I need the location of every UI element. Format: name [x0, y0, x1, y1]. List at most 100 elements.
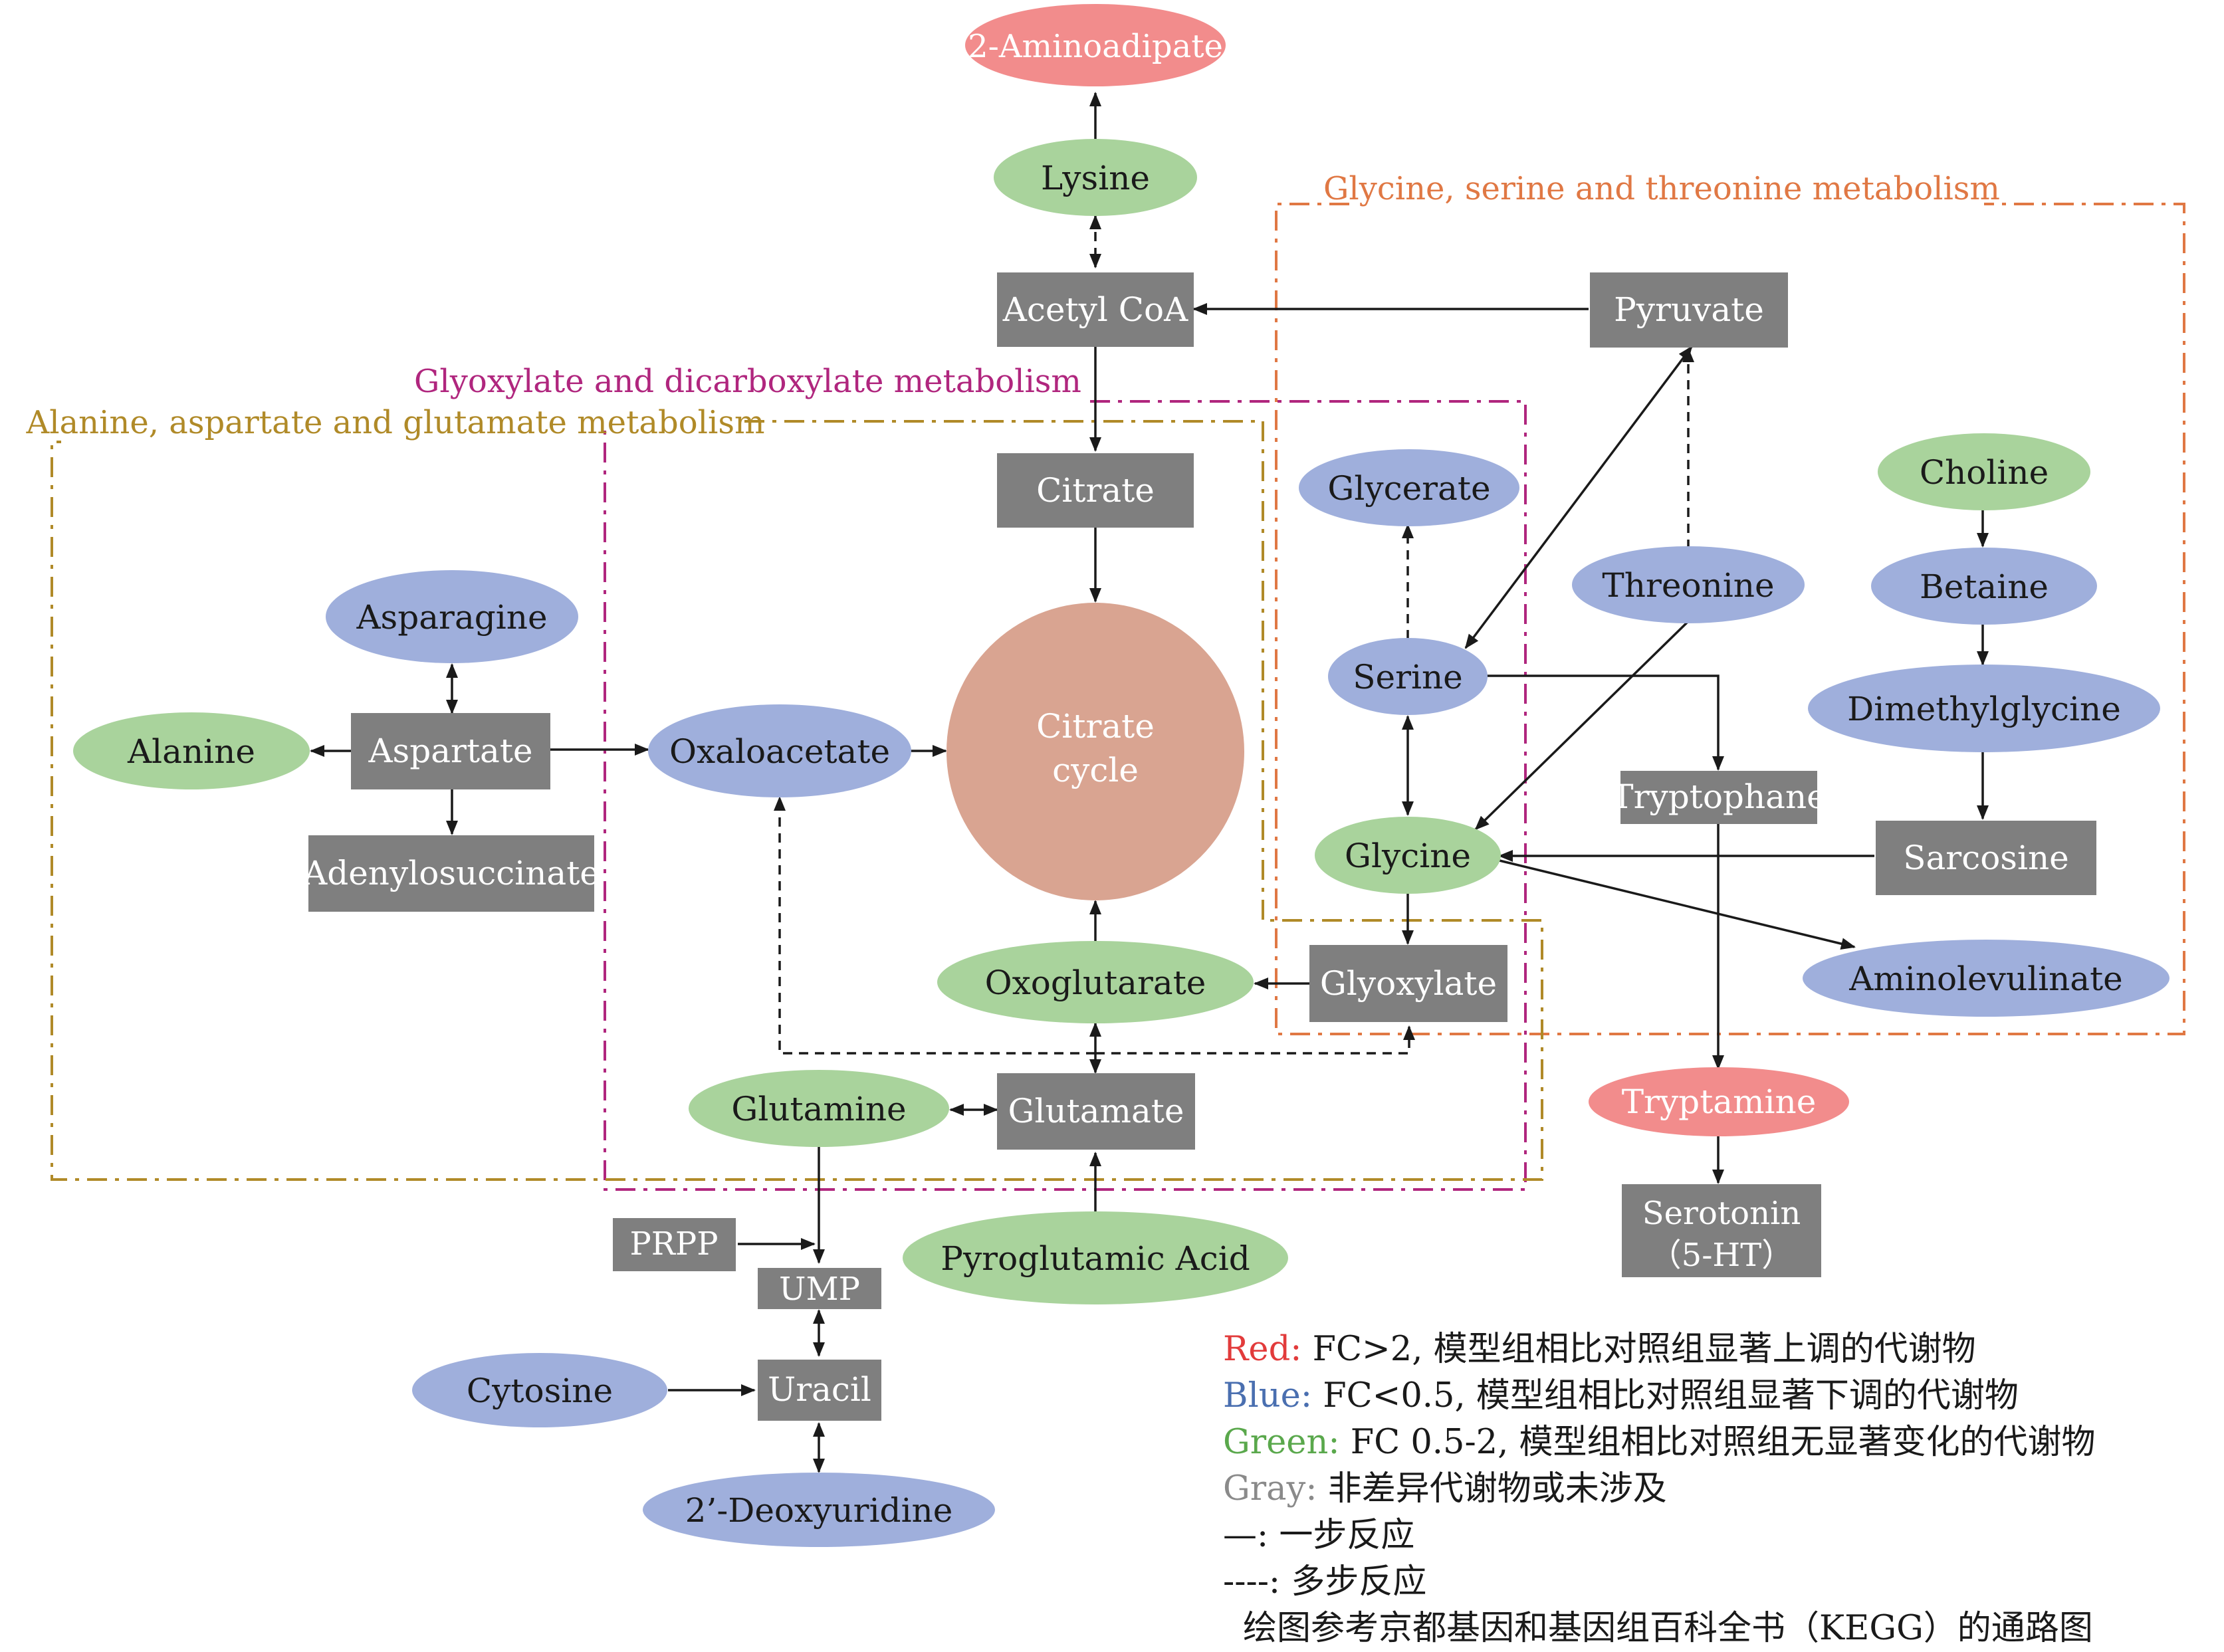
legend: Red: FC>2, 模型组相比对照组显著上调的代谢物 Blue: FC<0.5… — [1223, 1326, 2096, 1652]
legend-blue-text: FC<0.5, 模型组相比对照组显著下调的代谢物 — [1312, 1376, 2019, 1415]
node-citrate: Citrate — [997, 453, 1194, 528]
node-oxoglutarate: Oxoglutarate — [937, 941, 1254, 1023]
svg-text:Uracil: Uracil — [768, 1370, 871, 1409]
node-glycine: Glycine — [1315, 817, 1501, 894]
node-glutamine: Glutamine — [689, 1070, 949, 1147]
node-pyruvate: Pyruvate — [1590, 272, 1788, 348]
legend-gray: Gray: 非差异代谢物或未涉及 — [1223, 1466, 2096, 1512]
legend-solid-text: 一步反应 — [1268, 1516, 1415, 1555]
svg-text:（5-HT）: （5-HT） — [1650, 1237, 1794, 1274]
legend-reference-text: 绘图参考京都基因和基因组百科全书（KEGG）的通路图 — [1243, 1609, 2093, 1648]
legend-gray-text: 非差异代谢物或未涉及 — [1317, 1469, 1667, 1508]
node-aminoadipate: 2-Aminoadipate — [965, 4, 1226, 86]
svg-text:Glutamate: Glutamate — [1008, 1092, 1184, 1130]
node-glutamate: Glutamate — [997, 1073, 1195, 1150]
svg-text:Serine: Serine — [1353, 658, 1463, 696]
legend-green: Green: FC 0.5-2, 模型组相比对照组无显著变化的代谢物 — [1223, 1419, 2096, 1466]
svg-text:Choline: Choline — [1920, 453, 2049, 492]
legend-red-text: FC>2, 模型组相比对照组显著上调的代谢物 — [1301, 1330, 1976, 1369]
edges — [310, 92, 1989, 1473]
node-citrate-cycle: Citrate cycle — [946, 603, 1244, 900]
region-box-glycine-serine-threonine: Glycine, serine and threonine metabolism — [1275, 170, 2185, 1035]
node-alanine: Alanine — [73, 712, 310, 789]
node-threonine: Threonine — [1572, 546, 1805, 623]
legend-red-key: Red: — [1223, 1330, 1302, 1369]
region-label-glyoxylate-dicarboxylate: Glyoxylate and dicarboxylate metabolism — [414, 363, 1081, 400]
edge-dashed-loop — [774, 796, 1095, 1055]
node-aminolevulinate: Aminolevulinate — [1803, 940, 2169, 1017]
svg-text:UMP: UMP — [779, 1271, 860, 1308]
legend-blue-key: Blue: — [1223, 1376, 1312, 1415]
edge-glycine-aminolevulinate — [1499, 859, 1856, 950]
svg-text:Serotonin: Serotonin — [1642, 1195, 1801, 1232]
region-label-glycine-serine-threonine: Glycine, serine and threonine metabolism — [1323, 170, 2000, 207]
region-box-glyoxylate-dicarboxylate: Glyoxylate and dicarboxylate metabolism — [414, 363, 1527, 1191]
node-dimethylglycine: Dimethylglycine — [1808, 665, 2160, 752]
node-asparagine: Asparagine — [326, 570, 578, 663]
node-glyoxylate: Glyoxylate — [1309, 945, 1507, 1022]
edge-dashed-loop-glyoxylate — [1095, 1025, 1415, 1055]
legend-blue: Blue: FC<0.5, 模型组相比对照组显著下调的代谢物 — [1223, 1373, 2096, 1419]
legend-dashed-text: 多步反应 — [1280, 1562, 1427, 1601]
node-deoxyuridine: 2’-Deoxyuridine — [643, 1473, 995, 1547]
legend-solid-key: —: — [1223, 1516, 1269, 1555]
svg-text:Alanine: Alanine — [127, 732, 255, 771]
svg-text:Sarcosine: Sarcosine — [1903, 839, 2069, 877]
node-choline: Choline — [1878, 433, 2090, 510]
svg-text:Glycerate: Glycerate — [1327, 469, 1490, 508]
svg-text:2’-Deoxyuridine: 2’-Deoxyuridine — [685, 1491, 953, 1530]
svg-text:Glycine: Glycine — [1345, 837, 1471, 875]
svg-text:Citrate: Citrate — [1036, 471, 1155, 510]
svg-text:Citrate: Citrate — [1036, 707, 1155, 746]
svg-text:Glutamine: Glutamine — [731, 1090, 906, 1128]
node-acetyl-coa: Acetyl CoA — [997, 272, 1194, 347]
node-prpp: PRPP — [613, 1218, 736, 1271]
node-serine: Serine — [1328, 638, 1488, 715]
node-serotonin: Serotonin （5-HT） — [1622, 1184, 1821, 1277]
legend-dashed-key: ----: — [1223, 1562, 1281, 1601]
node-lysine: Lysine — [994, 139, 1197, 216]
svg-text:Aminolevulinate: Aminolevulinate — [1848, 960, 2123, 998]
node-ump: UMP — [758, 1268, 881, 1309]
legend-dashed-line: ----: 多步反应 — [1223, 1559, 2096, 1605]
node-sarcosine: Sarcosine — [1876, 821, 2096, 895]
svg-text:Glyoxylate: Glyoxylate — [1320, 964, 1497, 1003]
svg-text:Dimethylglycine: Dimethylglycine — [1847, 690, 2121, 728]
node-adenylosuccinate: Adenylosuccinate — [302, 835, 600, 912]
region-label-alanine-aspartate-glutamate: Alanine, aspartate and glutamate metabol… — [26, 404, 765, 441]
svg-text:Asparagine: Asparagine — [356, 598, 547, 637]
edge-serine-tryptophane — [1486, 674, 1724, 771]
svg-text:Tryptophane: Tryptophane — [1611, 777, 1827, 816]
node-tryptophane: Tryptophane — [1611, 771, 1827, 824]
svg-text:Betaine: Betaine — [1920, 568, 2049, 606]
node-tryptamine: Tryptamine — [1589, 1067, 1849, 1136]
legend-green-key: Green: — [1223, 1423, 1340, 1462]
node-glycerate: Glycerate — [1299, 449, 1519, 526]
svg-text:PRPP: PRPP — [629, 1225, 718, 1263]
edge-threonine-glycine — [1474, 620, 1690, 831]
svg-text:Threonine: Threonine — [1602, 566, 1774, 605]
svg-text:Adenylosuccinate: Adenylosuccinate — [302, 854, 600, 892]
svg-text:2-Aminoadipate: 2-Aminoadipate — [968, 28, 1223, 65]
svg-text:Acetyl CoA: Acetyl CoA — [1002, 290, 1188, 329]
svg-text:Oxaloacetate: Oxaloacetate — [669, 732, 890, 771]
node-aspartate: Aspartate — [351, 713, 550, 789]
svg-text:Aspartate: Aspartate — [368, 732, 532, 770]
node-cytosine: Cytosine — [412, 1353, 667, 1427]
legend-green-text: FC 0.5-2, 模型组相比对照组无显著变化的代谢物 — [1339, 1423, 2096, 1462]
legend-gray-key: Gray: — [1223, 1469, 1317, 1508]
node-uracil: Uracil — [758, 1360, 881, 1421]
node-betaine: Betaine — [1871, 548, 2097, 625]
node-oxaloacetate: Oxaloacetate — [648, 704, 911, 797]
legend-solid-line: —: 一步反应 — [1223, 1512, 2096, 1559]
svg-text:Pyruvate: Pyruvate — [1614, 290, 1764, 329]
svg-text:Lysine: Lysine — [1041, 159, 1150, 197]
legend-reference: 绘图参考京都基因和基因组百科全书（KEGG）的通路图 — [1223, 1605, 2096, 1652]
node-pyroglutamic-acid: Pyroglutamic Acid — [903, 1211, 1288, 1304]
region-box-alanine-aspartate-glutamate: Alanine, aspartate and glutamate metabol… — [26, 404, 1543, 1181]
svg-text:Pyroglutamic Acid: Pyroglutamic Acid — [941, 1239, 1250, 1278]
svg-text:Oxoglutarate: Oxoglutarate — [985, 964, 1206, 1002]
svg-text:cycle: cycle — [1052, 751, 1139, 789]
svg-text:Cytosine: Cytosine — [467, 1372, 613, 1410]
